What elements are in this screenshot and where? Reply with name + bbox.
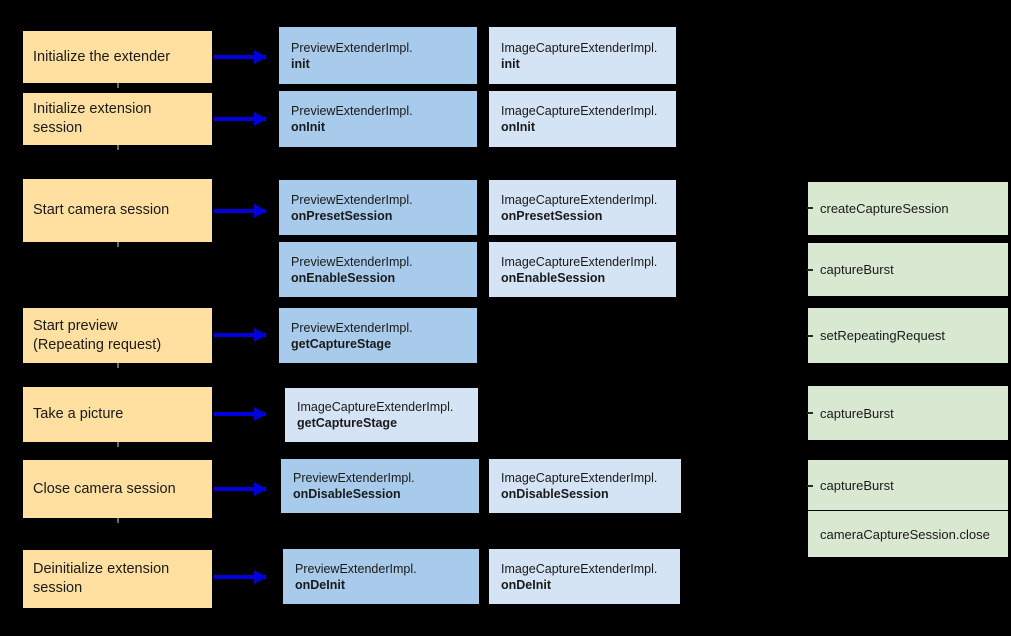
method-name: onDisableSession [293, 487, 401, 501]
method-name: getCaptureStage [291, 336, 392, 351]
step-label: Initialize extension session [33, 101, 152, 136]
step-label: Deinitialize extension session [33, 561, 170, 596]
connector-tick [117, 363, 119, 368]
preview-extender-box-ondisablesession: PreviewExtenderImpl. onDisableSession [281, 459, 479, 513]
image-capture-extender-box-ondeinit: ImageCaptureExtenderImpl. onDeInit [489, 549, 680, 604]
class-name: PreviewExtenderImpl. [295, 561, 417, 576]
step-box-take-a-picture: Take a picture [23, 387, 212, 442]
flow-arrow-row-2 [214, 112, 267, 126]
camera2-box-cameracapturesession-close: cameraCaptureSession.close [808, 511, 1008, 557]
method-name: onDeInit [501, 577, 551, 592]
step-label: Initialize the extender [33, 48, 171, 65]
image-capture-extender-box-oninit: ImageCaptureExtenderImpl. onInit [489, 91, 676, 147]
flow-arrow-row-3 [214, 204, 267, 218]
flow-arrow-row-9 [214, 570, 267, 584]
connector-tick [117, 242, 119, 247]
connector-tick [807, 269, 813, 271]
image-capture-extender-box-getcapturestage: ImageCaptureExtenderImpl. getCaptureStag… [285, 388, 478, 442]
class-name: ImageCaptureExtenderImpl. [297, 400, 454, 414]
camera2-box-captureburst-3: captureBurst [808, 460, 1008, 510]
class-name: PreviewExtenderImpl. [291, 254, 413, 269]
step-box-deinitialize-extension-session: Deinitialize extension session [23, 550, 212, 608]
method-name: onDisableSession [501, 487, 609, 501]
step-label: Start preview (Repeating request) [33, 317, 162, 353]
step-box-close-camera-session: Close camera session [23, 460, 212, 518]
method-name: getCaptureStage [297, 416, 398, 430]
class-name: PreviewExtenderImpl. [293, 471, 415, 485]
camera2-box-captureburst-1: captureBurst [808, 243, 1008, 296]
connector-tick [117, 518, 119, 523]
connector-tick [807, 485, 813, 487]
class-name: PreviewExtenderImpl. [291, 40, 413, 55]
camera2-box-setrepeatingrequest: setRepeatingRequest [808, 308, 1008, 363]
class-name: ImageCaptureExtenderImpl. [501, 192, 658, 207]
step-box-initialize-extension-session: Initialize extension session [23, 93, 212, 145]
camera2-call-label: captureBurst [820, 262, 894, 277]
connector-tick [117, 83, 119, 88]
camera2-box-createcapturesession: createCaptureSession [808, 182, 1008, 235]
class-name: ImageCaptureExtenderImpl. [501, 471, 658, 485]
image-capture-extender-box-init: ImageCaptureExtenderImpl. init [489, 27, 676, 84]
connector-tick [117, 442, 119, 447]
camera2-call-label: setRepeatingRequest [820, 328, 946, 343]
method-name: onEnableSession [291, 270, 396, 285]
image-capture-extender-box-onenablesession: ImageCaptureExtenderImpl. onEnableSessio… [489, 242, 676, 297]
step-label: Start camera session [33, 202, 170, 218]
flow-arrow-row-7 [214, 482, 267, 496]
class-name: PreviewExtenderImpl. [291, 104, 413, 118]
preview-extender-box-oninit: PreviewExtenderImpl. onInit [279, 91, 477, 147]
flow-arrow-row-5 [214, 328, 267, 342]
preview-extender-box-getcapturestage: PreviewExtenderImpl. getCaptureStage [279, 308, 477, 363]
flow-arrow-row-6 [214, 407, 267, 421]
method-name: init [501, 56, 520, 71]
preview-extender-box-ondeinit: PreviewExtenderImpl. onDeInit [283, 549, 479, 604]
class-name: ImageCaptureExtenderImpl. [501, 254, 658, 269]
method-name: onInit [501, 120, 536, 134]
connector-tick [807, 412, 813, 414]
flow-arrow-row-1 [214, 50, 267, 64]
preview-extender-box-init: PreviewExtenderImpl. init [279, 27, 477, 84]
method-name: init [291, 56, 310, 71]
camera2-call-label: cameraCaptureSession.close [820, 526, 990, 542]
method-name: onEnableSession [501, 270, 606, 285]
step-label: Take a picture [33, 406, 124, 422]
class-name: ImageCaptureExtenderImpl. [501, 40, 658, 55]
connector-tick [117, 145, 119, 150]
method-name: onInit [291, 120, 326, 134]
method-name: onPresetSession [291, 208, 393, 223]
connector-tick [807, 335, 813, 337]
class-name: ImageCaptureExtenderImpl. [501, 104, 658, 118]
preview-extender-box-onenablesession: PreviewExtenderImpl. onEnableSession [279, 242, 477, 297]
class-name: PreviewExtenderImpl. [291, 192, 413, 207]
image-capture-extender-box-onpresetsession: ImageCaptureExtenderImpl. onPresetSessio… [489, 180, 676, 235]
camera2-call-label: captureBurst [820, 477, 894, 493]
class-name: ImageCaptureExtenderImpl. [501, 561, 658, 576]
method-name: onDeInit [295, 577, 345, 592]
step-box-start-preview: Start preview (Repeating request) [23, 308, 212, 363]
preview-extender-box-onpresetsession: PreviewExtenderImpl. onPresetSession [279, 180, 477, 235]
image-capture-extender-box-ondisablesession: ImageCaptureExtenderImpl. onDisableSessi… [489, 459, 681, 513]
class-name: PreviewExtenderImpl. [291, 320, 413, 335]
camera2-call-label: createCaptureSession [820, 201, 949, 216]
step-box-start-camera-session: Start camera session [23, 179, 212, 242]
camera2-call-label: captureBurst [820, 405, 894, 421]
step-label: Close camera session [33, 480, 176, 497]
camera2-box-captureburst-2: captureBurst [808, 386, 1008, 440]
method-name: onPresetSession [501, 208, 603, 223]
connector-tick [807, 207, 813, 209]
step-box-initialize-the-extender: Initialize the extender [23, 31, 212, 83]
